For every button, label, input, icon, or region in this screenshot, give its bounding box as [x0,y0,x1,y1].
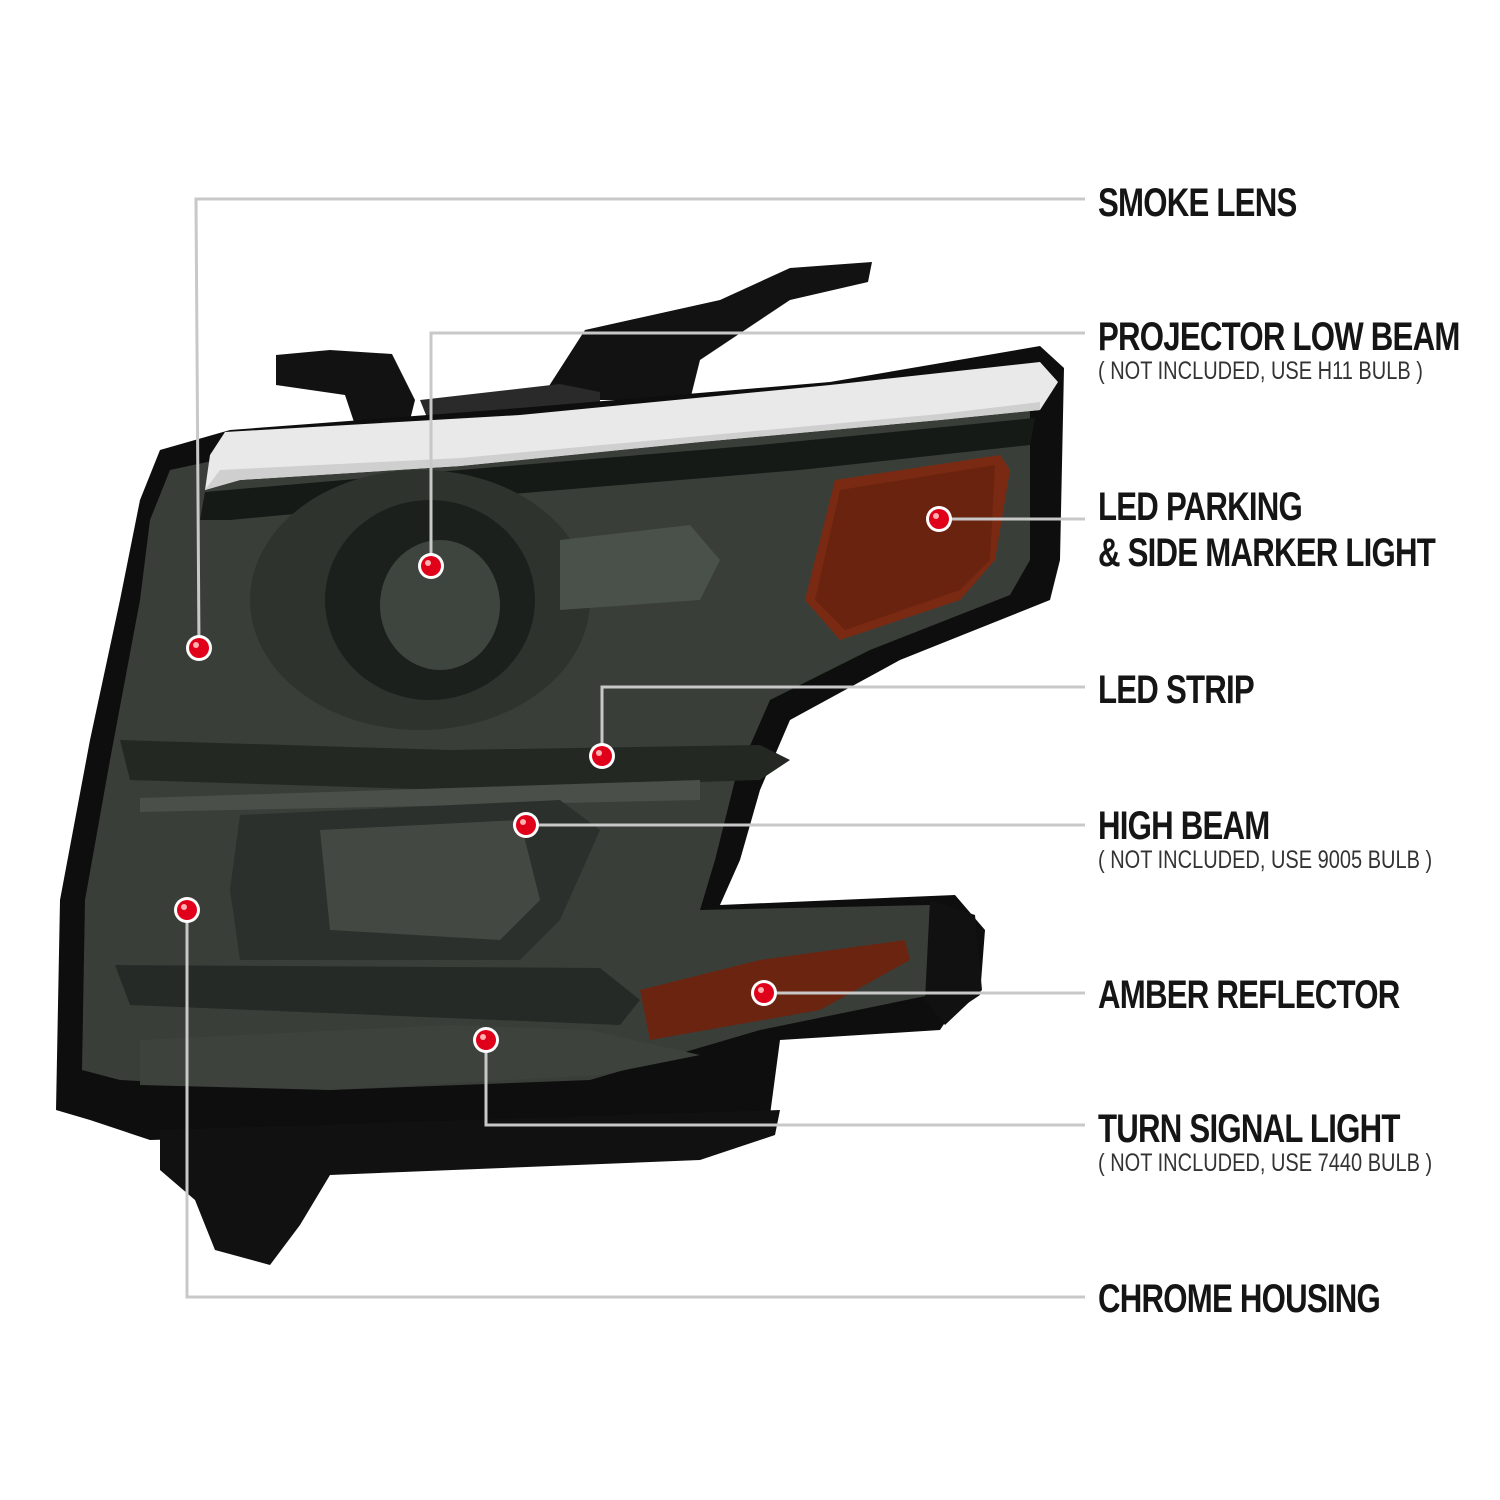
callout-dot-projector [418,553,444,579]
callout-dot-amber-reflector [751,980,777,1006]
label-title: CHROME HOUSING [1098,1277,1381,1321]
callout-dot-chrome-housing [174,897,200,923]
label-high-beam: HIGH BEAM ( NOT INCLUDED, USE 9005 BULB … [1098,803,1500,873]
label-note: ( NOT INCLUDED, USE 9005 BULB ) [1098,846,1433,874]
turn-signal-strip [140,1025,700,1090]
callout-dot-turn-signal [473,1027,499,1053]
leader-lines [185,197,1085,1299]
label-chrome-housing: CHROME HOUSING [1098,1276,1460,1322]
label-led-strip: LED STRIP [1098,667,1298,713]
label-title: LED PARKING [1098,485,1303,529]
label-title: HIGH BEAM [1098,804,1270,848]
callout-dot-high-beam [513,812,539,838]
callout-dot-led-parking [926,506,952,532]
callout-dots [174,506,952,1053]
label-title: SMOKE LENS [1098,181,1297,225]
label-projector-low-beam: PROJECTOR LOW BEAM ( NOT INCLUDED, USE H… [1098,314,1500,384]
label-led-parking: LED PARKING & SIDE MARKER LIGHT [1098,484,1500,576]
label-title: LED STRIP [1098,668,1255,712]
label-note: ( NOT INCLUDED, USE H11 BULB ) [1098,357,1423,385]
callout-dot-led-strip [589,743,615,769]
label-note: ( NOT INCLUDED, USE 7440 BULB ) [1098,1149,1433,1177]
label-title: TURN SIGNAL LIGHT [1098,1107,1400,1151]
label-amber-reflector: AMBER REFLECTOR [1098,972,1484,1018]
callout-dot-smoke-lens [186,635,212,661]
led-strip-bar [120,740,790,790]
chrome-bar [205,362,1058,490]
label-title-line-2: & SIDE MARKER LIGHT [1098,531,1436,575]
label-title: AMBER REFLECTOR [1098,973,1400,1017]
label-turn-signal: TURN SIGNAL LIGHT ( NOT INCLUDED, USE 74… [1098,1106,1500,1176]
label-title: PROJECTOR LOW BEAM [1098,315,1460,359]
label-smoke-lens: SMOKE LENS [1098,180,1352,226]
